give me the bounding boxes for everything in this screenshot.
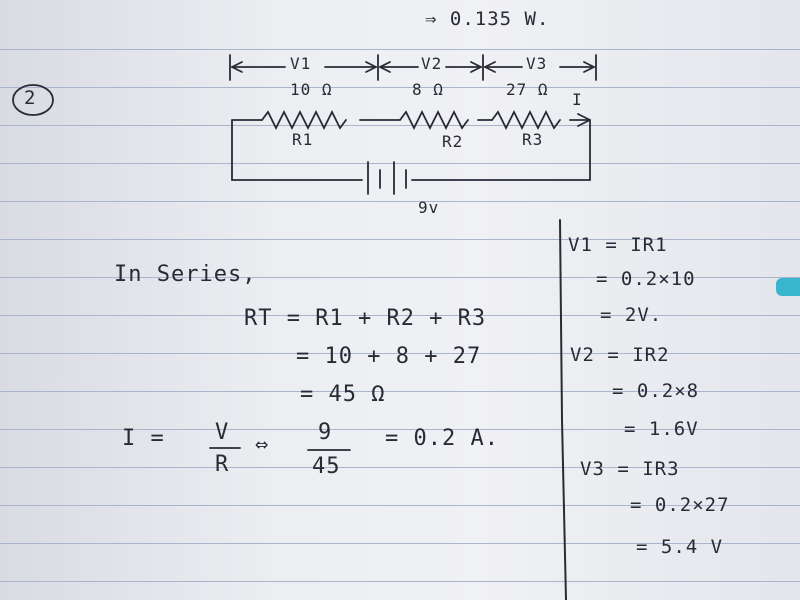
current-result: = 0.2 A.: [385, 426, 499, 451]
v3-equation: V3 = IR3: [580, 458, 680, 480]
v1-label: V1: [290, 54, 312, 73]
fraction-9-numerator: 9: [318, 420, 333, 445]
resistor-r2: [399, 109, 469, 131]
circuit-right-wire: [411, 119, 591, 181]
r1-value: 10 Ω: [290, 80, 333, 99]
problem-number: 2: [24, 87, 37, 109]
v2-substitution: = 0.2×8: [612, 380, 700, 402]
top-result: ⇒ 0.135 W.: [425, 8, 550, 30]
v3-result: = 5.4 V: [636, 536, 724, 558]
r2-value: 8 Ω: [412, 80, 444, 99]
resistor-r1: [261, 109, 347, 131]
current-lhs: I =: [122, 426, 165, 451]
v1-substitution: = 0.2×10: [596, 268, 696, 290]
current-arrow: [577, 113, 591, 127]
circuit-left-wire: [231, 119, 363, 181]
rt-formula: RT = R1 + R2 + R3: [244, 306, 487, 331]
v3-substitution: = 0.2×27: [630, 494, 730, 516]
v2-label: V2: [421, 54, 443, 73]
battery-label: 9v: [418, 198, 440, 217]
v1-equation: V1 = IR1: [568, 234, 668, 256]
r3-label: R3: [522, 130, 544, 149]
resistor-r3: [491, 109, 561, 131]
fraction-r-denominator: R: [215, 452, 230, 477]
rt-sum: = 10 + 8 + 27: [296, 344, 482, 369]
current-label: I: [572, 90, 583, 109]
fraction-45-denominator: 45: [312, 454, 341, 479]
r1-label: R1: [292, 130, 314, 149]
rt-result: = 45 Ω: [300, 382, 386, 407]
equivalence-arrow: ⇔: [255, 432, 270, 457]
fraction-v-numerator: V: [215, 420, 230, 445]
v3-label: V3: [526, 54, 548, 73]
problem-number-circle: [12, 84, 54, 116]
r2-label: R2: [442, 132, 464, 151]
v2-result: = 1.6V: [624, 418, 699, 440]
series-heading: In Series,: [114, 262, 257, 287]
page-tab-marker: [776, 278, 800, 296]
v2-equation: V2 = IR2: [570, 344, 670, 366]
r3-value: 27 Ω: [506, 80, 549, 99]
v1-result: = 2V.: [600, 304, 663, 326]
